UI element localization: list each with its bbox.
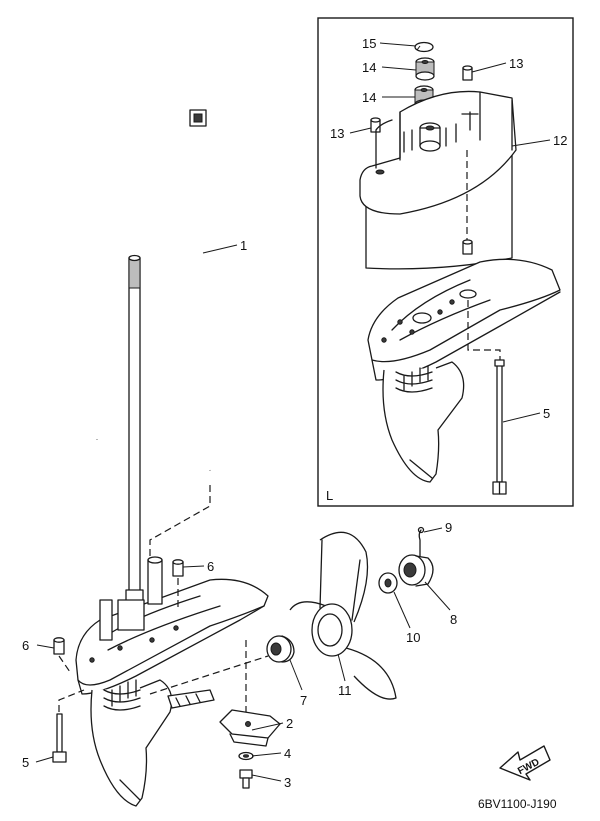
dowel-pin-main-upper [172, 559, 184, 577]
circlip [414, 41, 434, 53]
dowel-pin-lower [462, 239, 473, 255]
extension-housing [359, 90, 517, 270]
callout-4: 4 [284, 746, 291, 761]
leader-lines [35, 42, 551, 782]
propeller [289, 531, 397, 700]
callout-5-inset: 5 [543, 406, 550, 421]
main-bolt [52, 713, 67, 763]
fwd-arrow-icon: FWD [499, 745, 551, 781]
main-dash-bolt [58, 689, 85, 712]
lower-case [75, 556, 269, 807]
dowel-pin-main-left [53, 637, 65, 655]
inset-label: L [326, 488, 333, 503]
shift-rod [184, 109, 212, 471]
main-dash-shift [149, 485, 211, 560]
screw [239, 769, 253, 789]
callout-6-upper: 6 [207, 559, 214, 574]
callout-6-left: 6 [22, 638, 29, 653]
propeller-nut [398, 554, 434, 587]
callout-7: 7 [300, 693, 307, 708]
main-dash-pin-left [58, 655, 71, 673]
callout-15: 15 [362, 36, 376, 51]
propeller-washer [378, 572, 398, 594]
callout-3: 3 [284, 775, 291, 790]
callout-10: 10 [406, 630, 420, 645]
washer [238, 751, 254, 761]
callout-5-main: 5 [22, 755, 29, 770]
main-dash-spacer [149, 655, 269, 695]
thrust-spacer [266, 635, 295, 663]
callout-14-lower: 14 [362, 90, 376, 105]
callout-labels: 1 2 3 4 5 5 6 6 7 8 9 10 11 12 13 13 14 … [22, 36, 567, 790]
bushing-upper [415, 57, 435, 81]
callout-14-upper: 14 [362, 60, 376, 75]
dowel-pin-right [462, 65, 473, 81]
inset-lower-case [367, 258, 561, 483]
callout-11: 11 [338, 683, 352, 698]
cotter-pin [417, 526, 425, 557]
water-tube [95, 439, 108, 606]
callout-12: 12 [553, 133, 567, 148]
callout-1: 1 [240, 238, 247, 253]
trim-tab-plate [219, 709, 281, 747]
inset-long-bolt [492, 359, 507, 495]
callout-8: 8 [450, 612, 457, 627]
diagram-code: 6BV1100-J190 [478, 797, 557, 811]
drive-shaft [125, 254, 144, 611]
callout-13-left: 13 [330, 126, 344, 141]
inset-dash-bolt [467, 300, 501, 360]
callout-9: 9 [445, 520, 452, 535]
inset-panel: L [317, 17, 574, 507]
callout-13-right: 13 [509, 56, 523, 71]
callout-2: 2 [286, 716, 293, 731]
